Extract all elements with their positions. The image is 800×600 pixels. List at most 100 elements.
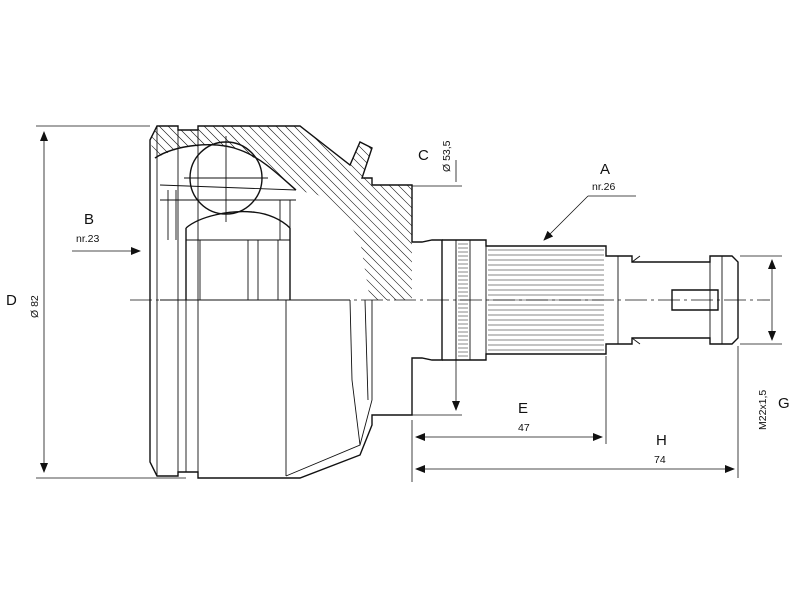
hatch-line (0, 100, 96, 360)
hatch-line (150, 126, 322, 300)
hatch-line (547, 100, 800, 360)
hatch-line (150, 126, 376, 300)
dimension-e-value: 47 (518, 422, 530, 434)
hatch-line (375, 126, 412, 300)
hatch-line (565, 100, 800, 360)
hatch-line (384, 126, 412, 300)
hatch-line (0, 100, 123, 360)
spline-teeth (458, 243, 604, 357)
hatch-line (150, 126, 205, 300)
hatch-line (411, 126, 412, 300)
hatch-line (0, 100, 60, 360)
hatch-line (150, 126, 160, 300)
hatch-line (150, 126, 394, 300)
hatch-line (457, 100, 717, 360)
hatch-line (276, 126, 412, 300)
hatch-line (150, 126, 367, 300)
callout-a (543, 195, 636, 241)
hatch-line (520, 100, 780, 360)
hatch-line (150, 126, 277, 300)
hatch-line (150, 126, 223, 300)
hatch-line (285, 126, 412, 300)
hatch-line (150, 126, 385, 300)
hatch-line (538, 100, 798, 360)
hatch-line (150, 126, 358, 300)
hatch-line (348, 126, 412, 300)
hatch-line (511, 100, 771, 360)
hatch-line (0, 100, 114, 360)
hatch-line (150, 126, 268, 300)
hatch-line (150, 126, 259, 300)
hatch-line (303, 126, 412, 300)
hatch-line (529, 100, 789, 360)
dimension-c (412, 160, 462, 416)
hatch-line (556, 100, 800, 360)
housing-section-hatching (0, 100, 800, 360)
inner-race-and-cage (154, 144, 297, 300)
hatch-line (150, 126, 331, 300)
dimension-g-letter: G (778, 395, 790, 412)
hatch-line (0, 100, 69, 360)
joint-ball (184, 136, 268, 222)
hatch-line (0, 100, 78, 360)
hatch-line (249, 126, 412, 300)
callout-b-value: nr.23 (76, 233, 100, 245)
dimension-h-value: 74 (654, 454, 666, 466)
hatch-line (168, 126, 412, 300)
hatch-line (231, 126, 412, 300)
hatch-line (0, 100, 141, 360)
hatch-line (222, 126, 412, 300)
hatch-line (150, 126, 295, 300)
dimension-e (411, 356, 607, 482)
hatch-line (150, 126, 340, 300)
hatch-line (150, 126, 151, 300)
dimension-d-value: Ø 82 (29, 295, 41, 318)
hatch-line (150, 126, 403, 300)
hatch-line (312, 126, 412, 300)
hatch-line (150, 126, 187, 300)
hatch-line (150, 126, 349, 300)
hatch-line (448, 100, 708, 360)
hatch-line (177, 126, 412, 300)
joint-housing (149, 125, 443, 479)
hatch-line (150, 126, 196, 300)
hatch-line (0, 100, 87, 360)
hatch-line (583, 100, 800, 360)
hatch-line (150, 126, 304, 300)
hatch-line (150, 126, 169, 300)
dimension-g (740, 255, 782, 345)
hatch-line (0, 100, 105, 360)
callout-a-value: nr.26 (592, 181, 616, 193)
dimension-e-letter: E (518, 400, 528, 417)
hatch-line (294, 126, 412, 300)
hatch-line (213, 126, 412, 300)
hatch-line (330, 126, 412, 300)
dimension-d-letter: D (6, 292, 17, 309)
hatch-line (240, 126, 412, 300)
dimension-h-letter: H (656, 432, 667, 449)
hatch-line (475, 100, 735, 360)
hatch-line (267, 126, 412, 300)
hatch-line (0, 100, 132, 360)
callout-a-letter: A (600, 161, 610, 178)
dimension-h (415, 346, 739, 478)
hatch-line (150, 126, 250, 300)
hatch-line (439, 100, 699, 360)
hatch-line (574, 100, 800, 360)
hatch-line (421, 100, 681, 360)
hatch-line (466, 100, 726, 360)
dimension-c-value: Ø 53,5 (441, 140, 453, 172)
hatch-line (150, 126, 232, 300)
hatch-line (195, 126, 412, 300)
hatch-line (592, 100, 800, 360)
dimension-c-letter: C (418, 147, 429, 164)
hatch-line (150, 126, 286, 300)
dimension-g-value: M22x1,5 (757, 390, 769, 430)
hatch-line (366, 126, 412, 300)
callout-b-letter: B (84, 211, 94, 228)
hatch-line (502, 100, 762, 360)
dimension-d (36, 125, 186, 479)
hatch-line (150, 126, 313, 300)
hatch-line (484, 100, 744, 360)
